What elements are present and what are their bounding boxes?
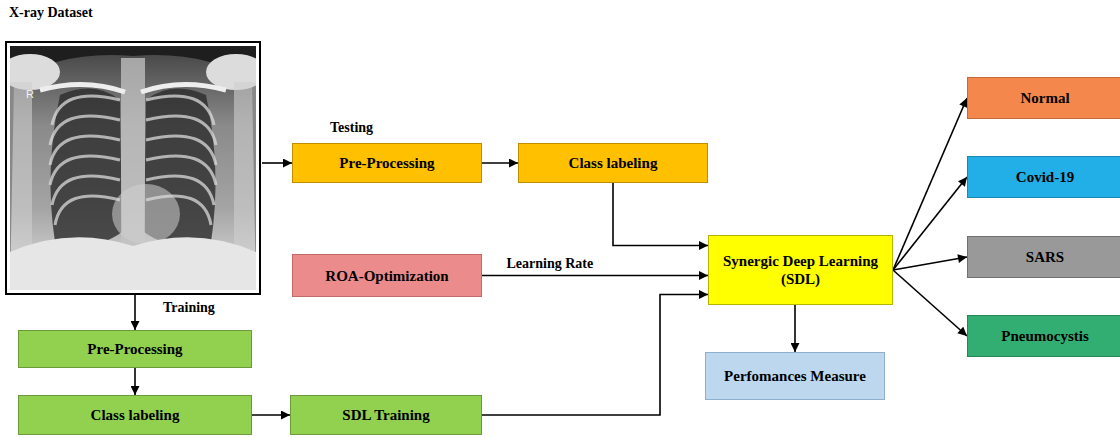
heart bbox=[112, 184, 180, 244]
flow-arrow bbox=[134, 295, 136, 330]
rib bbox=[146, 116, 216, 145]
rib bbox=[52, 96, 120, 125]
rib bbox=[52, 176, 120, 205]
process-box: Class labeling bbox=[518, 143, 708, 183]
ribs bbox=[50, 96, 216, 225]
image-marker: R bbox=[26, 88, 34, 101]
node-text: Pre-Processing bbox=[339, 154, 434, 172]
optimizer-box: ROA-Optimization bbox=[292, 254, 482, 297]
clavicle bbox=[40, 84, 125, 92]
rib bbox=[146, 196, 211, 225]
measure-box: Perfomances Measure bbox=[705, 352, 885, 400]
process-box: SDL Training bbox=[290, 395, 482, 435]
node-text: ROA-Optimization bbox=[325, 267, 448, 285]
flow-arrow bbox=[134, 368, 136, 395]
dataset-image-box: X-ray Dataset bbox=[5, 2, 262, 295]
flow-arrow bbox=[482, 162, 518, 164]
flow-arrow bbox=[794, 305, 796, 352]
process-box: Pre-Processing bbox=[18, 330, 252, 368]
node-text: Pneumocystis bbox=[1001, 327, 1089, 345]
edge-label: Learning Rate bbox=[504, 256, 595, 273]
xray-image bbox=[10, 46, 256, 290]
rib bbox=[146, 176, 214, 205]
abdomen bbox=[10, 237, 256, 290]
flow-arrow bbox=[262, 162, 292, 164]
node-text: Covid-19 bbox=[1016, 168, 1074, 186]
flow-arrow bbox=[893, 257, 967, 270]
rib bbox=[55, 196, 120, 225]
model-box: Synergic Deep Learning (SDL) bbox=[708, 235, 893, 305]
section-label: Training bbox=[163, 300, 215, 317]
flow-arrow bbox=[613, 183, 708, 246]
node-text: SDL Training bbox=[342, 406, 429, 424]
process-box: Class labeling bbox=[18, 395, 252, 435]
class-box: Covid-19 bbox=[967, 156, 1120, 198]
rib bbox=[146, 156, 216, 185]
node-text: Normal bbox=[1020, 89, 1069, 107]
class-box: Pneumocystis bbox=[967, 315, 1120, 357]
torso bbox=[10, 55, 256, 290]
lung bbox=[51, 89, 122, 246]
dataset-heading: X-ray Dataset bbox=[9, 5, 93, 22]
rib bbox=[50, 156, 120, 185]
flow-arrow bbox=[482, 295, 708, 416]
flow-arrow bbox=[252, 414, 290, 416]
flow-arrow bbox=[893, 177, 967, 270]
flow-arrow bbox=[482, 275, 708, 277]
flow-arrow bbox=[893, 270, 967, 336]
clavicle bbox=[141, 84, 226, 92]
flow-arrow bbox=[893, 98, 967, 270]
class-box: SARS bbox=[967, 236, 1120, 278]
rib bbox=[146, 96, 214, 125]
node-text: Perfomances Measure bbox=[724, 367, 866, 385]
node-text: Class labeling bbox=[569, 154, 658, 172]
rib bbox=[50, 136, 120, 165]
section-label: Testing bbox=[330, 120, 373, 137]
rib bbox=[50, 116, 120, 145]
node-text: Class labeling bbox=[91, 406, 180, 424]
class-box: Normal bbox=[967, 77, 1120, 119]
node-text: Pre-Processing bbox=[87, 340, 182, 358]
process-box: Pre-Processing bbox=[292, 143, 482, 183]
node-text: SARS bbox=[1026, 248, 1064, 266]
node-text: Synergic Deep Learning (SDL) bbox=[715, 252, 886, 288]
rib bbox=[146, 136, 216, 165]
